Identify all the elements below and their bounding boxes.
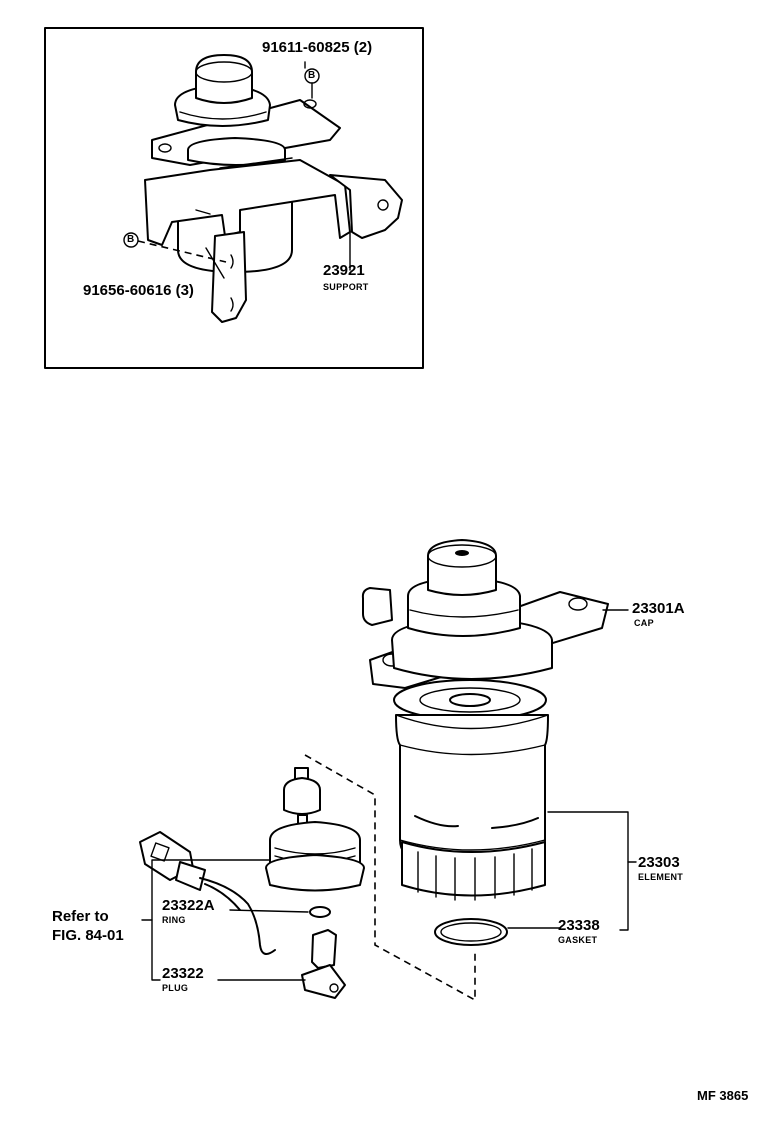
cap-illustration: [361, 539, 609, 689]
part-name-element: ELEMENT: [638, 872, 684, 882]
detail-box: [44, 27, 424, 369]
part-name-support: SUPPORT: [323, 282, 369, 292]
reference-line-1: Refer to: [52, 908, 109, 925]
part-number-91656-60616: 91656-60616 (3): [83, 282, 194, 299]
part-name-plug: PLUG: [162, 983, 189, 993]
main-leaders: [141, 609, 637, 981]
detail-leaders: [123, 61, 351, 279]
part-name-ring: RING: [162, 915, 186, 925]
dashed-assembly-bracket: [304, 754, 476, 1002]
part-number-23338: 23338: [558, 917, 600, 934]
bolt-marker-left: B: [127, 234, 135, 245]
bolt-marker-top: B: [308, 70, 316, 81]
diagram-code: MF 3865: [697, 1088, 749, 1103]
part-number-23322a: 23322A: [162, 897, 215, 914]
part-number-23301a: 23301A: [632, 600, 685, 617]
part-number-23322: 23322: [162, 965, 204, 982]
element-illustration: [393, 679, 549, 901]
part-name-cap: CAP: [634, 618, 654, 628]
part-number-91611-60825: 91611-60825 (2): [262, 39, 373, 56]
gasket-illustration: [434, 918, 508, 946]
reference-line-2: FIG. 84-01: [52, 927, 124, 944]
part-name-gasket: GASKET: [558, 935, 598, 945]
part-number-23303: 23303: [638, 854, 680, 871]
support-bracket-illustration: [144, 54, 403, 323]
sensor-illustration: [139, 767, 365, 999]
part-number-23921: 23921: [323, 262, 365, 279]
